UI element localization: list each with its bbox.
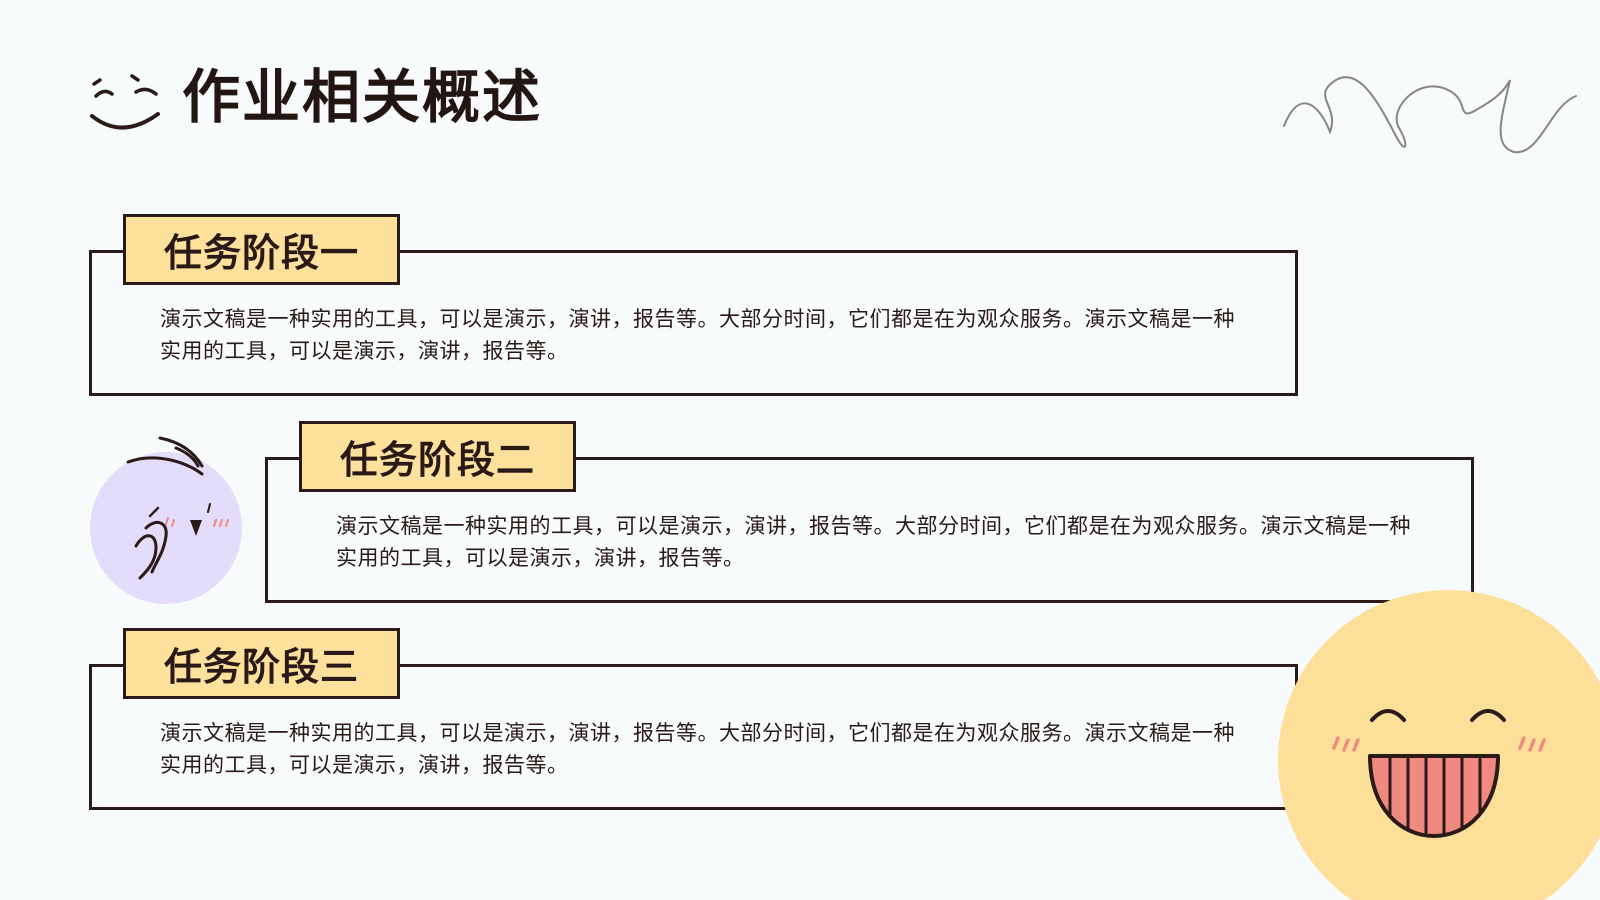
- big-grin-emoji-icon: [1278, 590, 1600, 900]
- stage-one-text: 演示文稿是一种实用的工具，可以是演示，演讲，报告等。大部分时间，它们都是在为观众…: [160, 307, 1235, 363]
- stage-one-label: 任务阶段一: [123, 214, 400, 285]
- stage-three-label: 任务阶段三: [123, 628, 400, 699]
- shy-face-circle-icon: [90, 436, 242, 604]
- stage-three-text: 演示文稿是一种实用的工具，可以是演示，演讲，报告等。大部分时间，它们都是在为观众…: [160, 721, 1235, 777]
- smiling-face-icon: [90, 74, 160, 130]
- page-title: 作业相关概述: [182, 63, 543, 131]
- stage-two-label: 任务阶段二: [299, 421, 576, 492]
- scribble-line-icon: [1283, 76, 1577, 154]
- stage-two-text: 演示文稿是一种实用的工具，可以是演示，演讲，报告等。大部分时间，它们都是在为观众…: [336, 514, 1411, 570]
